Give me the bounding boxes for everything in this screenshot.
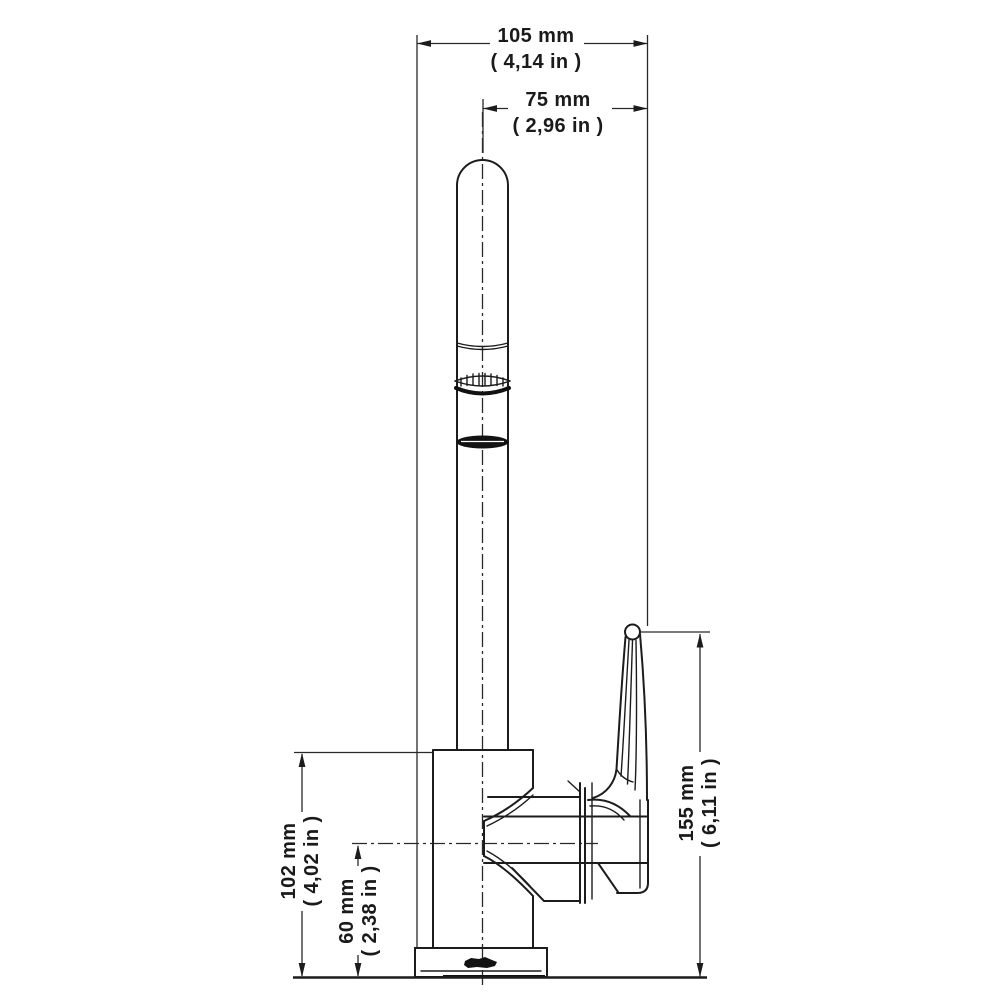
spout-joint-seam-2 (456, 345, 509, 351)
lever-left-edge (592, 636, 627, 799)
label-spout-offset-metric: 75 mm (525, 89, 591, 111)
arrowhead-left (417, 40, 431, 47)
label-body-height-imperial: ( 4,02 in ) (301, 815, 323, 907)
body-lower-curve (483, 855, 534, 897)
dimension-overall-width (416, 35, 649, 948)
label-body-height: 102 mm ( 4,02 in ) (278, 815, 324, 906)
body-upper-curve-inner (486, 794, 534, 827)
label-spout-offset: 75 mm ( 2,96 in ) (512, 87, 603, 139)
label-body-height-metric: 102 mm (278, 822, 300, 900)
cartridge-bottom-detail (511, 867, 581, 902)
brand-logo-mark (464, 957, 497, 968)
label-spout-axis-height-imperial: ( 2,38 in ) (359, 865, 381, 957)
dimension-spout-offset (482, 99, 648, 153)
lever-contour-1 (620, 639, 630, 777)
arrowhead-bottom (298, 963, 306, 977)
label-overall-width: 105 mm ( 4,14 in ) (490, 23, 581, 75)
centerlines (352, 112, 598, 985)
knurled-ring-base (454, 386, 511, 396)
label-handle-height-metric: 155 mm (676, 764, 698, 842)
arrowhead-top (354, 845, 362, 859)
cartridge-top-detail (567, 780, 581, 793)
arrowhead-top (298, 753, 306, 767)
lever-fillet-seam (615, 768, 634, 783)
arrowhead-top (696, 633, 704, 648)
handle-base-top-fillet-inner (589, 805, 625, 821)
base-plate (414, 947, 548, 978)
arrowhead-left (483, 105, 497, 112)
faucet-body (432, 749, 534, 949)
dimension-body-height (294, 751, 432, 977)
label-overall-width-metric: 105 mm (497, 25, 575, 47)
lever-contour-3 (634, 639, 638, 791)
valve-cartridge (483, 780, 649, 904)
knurled-ring (454, 372, 511, 396)
lever-contour-2 (626, 640, 634, 785)
handle-base-top-fillet (587, 798, 631, 817)
arrowhead-right (633, 40, 648, 47)
faucet-handle (584, 623, 649, 904)
handle-base-right-edge (616, 799, 649, 894)
arrowhead-bottom (696, 963, 704, 977)
dimension-spout-axis-height (354, 845, 362, 977)
dimension-handle-height (641, 631, 710, 977)
label-spout-axis-height: 60 mm ( 2,38 in ) (336, 865, 382, 956)
aerator-band (456, 435, 509, 449)
label-spout-axis-height-metric: 60 mm (336, 878, 358, 944)
handle-base-bottom-diagonal (597, 862, 619, 893)
lever-right-edge (639, 633, 648, 801)
label-overall-width-imperial: ( 4,14 in ) (490, 51, 582, 73)
body-upper-curve (483, 787, 534, 822)
label-handle-height-imperial: ( 6,11 in ) (699, 758, 721, 848)
arrowhead-right (633, 105, 648, 112)
label-spout-offset-imperial: ( 2,96 in ) (512, 115, 604, 137)
spout-joint-seam (456, 342, 509, 348)
label-handle-height: 155 mm ( 6,11 in ) (676, 758, 722, 848)
spout-tube (456, 159, 509, 751)
handle-ball-end (624, 623, 641, 641)
faucet-spout (454, 159, 511, 751)
arrowhead-bottom (354, 963, 362, 977)
